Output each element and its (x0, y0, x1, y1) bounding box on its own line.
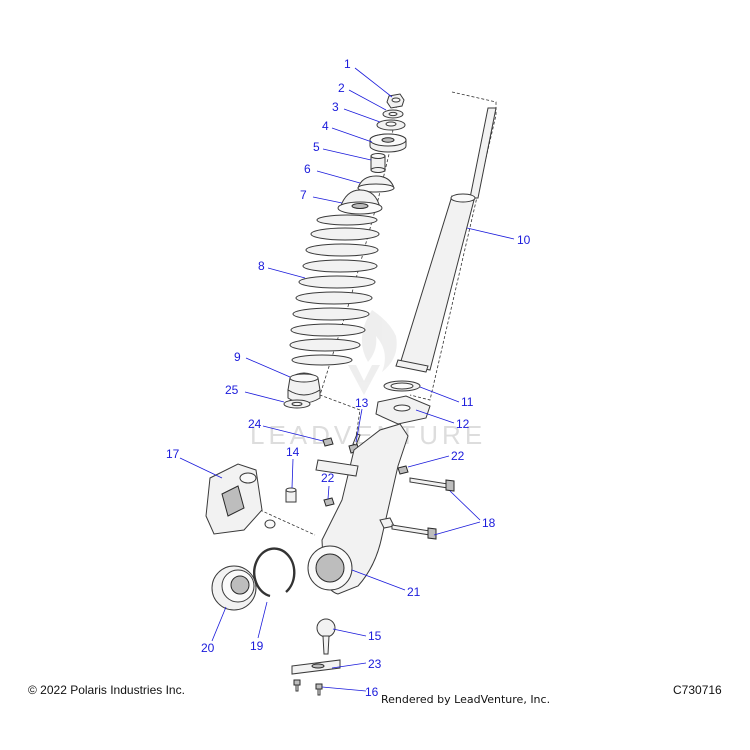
callout-19: 19 (250, 639, 264, 653)
part-8-coil-spring (289, 214, 380, 366)
diagram-code: C730716 (673, 683, 722, 697)
part-15-ball-joint (316, 618, 336, 655)
part-16-screws (293, 679, 323, 696)
callout-13: 13 (355, 396, 369, 410)
part-10-shock-absorber (395, 107, 497, 373)
part-23-retainer-plate (291, 659, 341, 675)
part-6-spring-cup (357, 175, 395, 193)
callout-9: 9 (234, 350, 241, 364)
part-7-spring-seat (337, 189, 383, 215)
part-22-nut-lower (323, 497, 335, 507)
callout-6: 6 (304, 162, 311, 176)
callout-20: 20 (201, 641, 215, 655)
copyright-text: © 2022 Polaris Industries Inc. (28, 683, 185, 697)
callout-10: 10 (517, 233, 531, 247)
part-3-bushing (376, 119, 406, 131)
callout-14: 14 (286, 445, 300, 459)
callout-23: 23 (368, 657, 382, 671)
callout-17: 17 (166, 447, 180, 461)
part-20-wheel-bearing (211, 565, 257, 611)
watermark-logo (348, 310, 397, 395)
callout-11: 11 (461, 395, 474, 409)
callout-16: 16 (365, 685, 379, 699)
part-12-lower-mount (375, 395, 431, 425)
part-9-bump-stop (287, 372, 321, 404)
callout-22-upper: 22 (451, 449, 465, 463)
callout-15: 15 (368, 629, 382, 643)
callout-2: 2 (338, 81, 345, 95)
part-25-washer (283, 399, 311, 409)
rendered-by-text: Rendered by LeadVenture, Inc. (381, 693, 551, 706)
callout-18: 18 (482, 516, 496, 530)
part-1-nut (386, 93, 405, 109)
callout-4: 4 (322, 119, 329, 133)
part-18-bolt-lower (391, 524, 437, 540)
part-22-nut-upper (397, 465, 409, 475)
callout-22-lower: 22 (321, 471, 335, 485)
callout-1: 1 (344, 57, 351, 71)
callout-12: 12 (456, 417, 470, 431)
callout-25: 25 (225, 383, 239, 397)
part-19-snap-ring (253, 547, 296, 598)
callout-5: 5 (313, 140, 320, 154)
part-11-seal-ring (383, 380, 421, 392)
shock-centerline (409, 91, 497, 401)
part-21-steering-knuckle (307, 423, 409, 595)
part-5-sleeve (370, 153, 386, 173)
callout-labels: 1 2 3 4 5 6 7 8 9 10 11 12 13 14 15 16 1… (166, 57, 531, 699)
caliper-centerline (259, 509, 316, 536)
leader-lines (179, 67, 515, 692)
callout-3: 3 (332, 100, 339, 114)
callout-8: 8 (258, 259, 265, 273)
callout-24: 24 (248, 417, 262, 431)
part-14-bushing (285, 487, 297, 503)
callout-7: 7 (300, 188, 307, 202)
part-17-brake-caliper (205, 463, 276, 535)
part-2-washer (382, 109, 404, 119)
part-24-nut (322, 437, 334, 447)
part-4-mount (369, 133, 407, 153)
part-18-bolt-upper (409, 477, 455, 492)
callout-21: 21 (407, 585, 421, 599)
